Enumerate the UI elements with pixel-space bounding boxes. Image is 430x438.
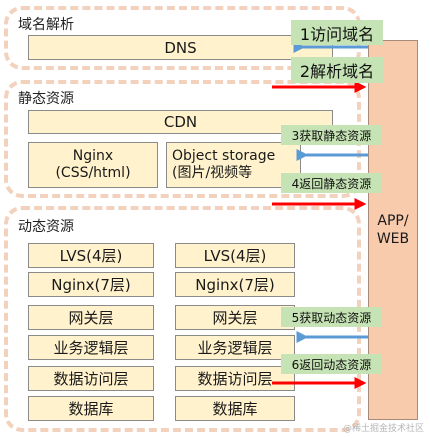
- lvs-right-box: LVS(4层): [175, 243, 295, 268]
- database-right-box: 数据库: [175, 396, 295, 421]
- app-web-line1: APP/: [377, 212, 409, 229]
- step-1-label: 1访问域名: [291, 20, 383, 45]
- object-storage-line1: Object storage: [172, 148, 276, 165]
- static-resources-panel-title: 静态资源: [18, 91, 74, 107]
- data-access-right-box: 数据访问层: [175, 366, 295, 391]
- lvs-left-box: LVS(4层): [28, 243, 154, 268]
- nginx-static-line2: (CSS/html): [55, 165, 131, 181]
- database-left-box: 数据库: [28, 396, 154, 421]
- business-logic-right-box: 业务逻辑层: [175, 335, 295, 360]
- data-access-left-box: 数据访问层: [28, 366, 154, 391]
- object-storage-line2: (图片/视频等: [172, 165, 253, 181]
- step-6-label: 6返回动态资源: [281, 354, 382, 374]
- dynamic-resources-panel-title: 动态资源: [18, 219, 74, 235]
- object-storage-box: Object storage (图片/视频等: [166, 142, 301, 188]
- dns-panel-title: 域名解析: [18, 17, 74, 33]
- step-2-label: 2解析域名: [291, 57, 383, 83]
- nginx-static-box: Nginx (CSS/html): [28, 142, 158, 188]
- nginx7-right-box: Nginx(7层): [175, 272, 295, 297]
- business-logic-left-box: 业务逻辑层: [28, 335, 154, 360]
- nginx-static-line1: Nginx: [72, 148, 114, 165]
- app-web-line2: WEB: [376, 231, 410, 247]
- app-web-label: APP/ WEB: [377, 212, 409, 248]
- cdn-box: CDN: [28, 110, 333, 134]
- watermark: @稀土掘金技术社区: [342, 424, 424, 434]
- dns-box: DNS: [28, 35, 333, 60]
- step-3-label: 3获取静态资源: [281, 125, 382, 145]
- nginx7-left-box: Nginx(7层): [28, 272, 154, 297]
- step-4-label: 4返回静态资源: [281, 173, 382, 193]
- gateway-right-box: 网关层: [175, 305, 295, 330]
- step-5-label: 5获取动态资源: [281, 307, 382, 327]
- gateway-left-box: 网关层: [28, 305, 154, 330]
